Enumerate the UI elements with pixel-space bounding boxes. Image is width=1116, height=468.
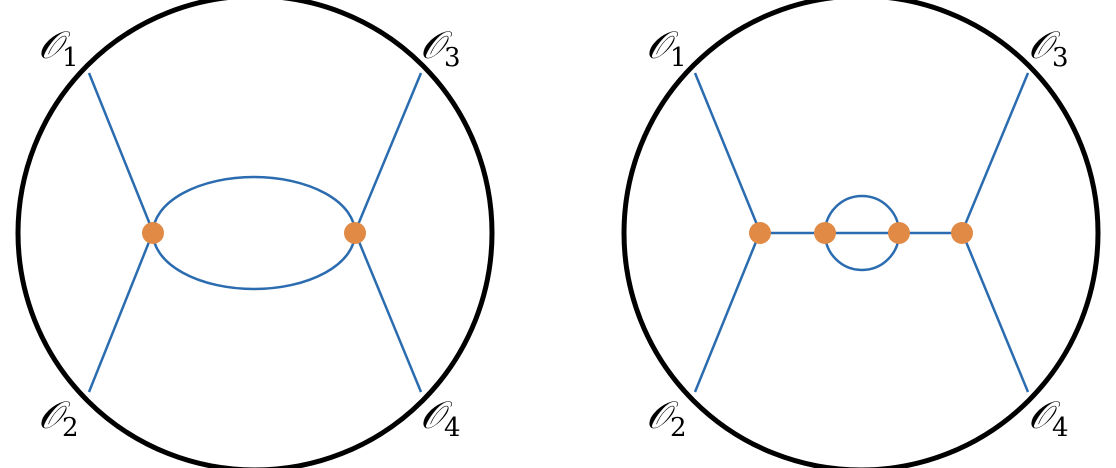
propagator-o2 xyxy=(693,231,762,393)
operator-label-2: 𝒪2 xyxy=(38,393,79,443)
loop-bubble xyxy=(151,175,357,291)
diagram-two-loop-exchange: 𝒪1 𝒪3 𝒪2 𝒪4 xyxy=(621,0,1101,468)
vertex-2 xyxy=(814,222,836,244)
propagator-o2 xyxy=(87,231,155,393)
diagram-one-loop-bubble: 𝒪1 𝒪3 𝒪2 𝒪4 xyxy=(15,0,495,468)
boundary-circle xyxy=(621,0,1101,468)
vertex-right xyxy=(344,222,366,244)
propagator-o1 xyxy=(87,72,155,233)
propagator-o1 xyxy=(693,72,762,233)
propagator-o4 xyxy=(960,231,1030,393)
operator-label-2: 𝒪2 xyxy=(646,393,687,443)
operator-label-4: 𝒪4 xyxy=(420,393,461,443)
operator-label-1: 𝒪1 xyxy=(646,23,687,73)
operator-label-3: 𝒪3 xyxy=(420,23,461,73)
propagator-o4 xyxy=(353,231,423,393)
propagator-o3 xyxy=(960,72,1030,233)
vertex-3 xyxy=(888,222,910,244)
vertex-4 xyxy=(951,222,973,244)
operator-label-4: 𝒪4 xyxy=(1028,393,1069,443)
vertex-left xyxy=(142,222,164,244)
operator-label-3: 𝒪3 xyxy=(1028,23,1069,73)
vertex-1 xyxy=(749,222,771,244)
operator-label-1: 𝒪1 xyxy=(38,23,79,73)
propagator-o3 xyxy=(353,72,423,233)
boundary-circle xyxy=(15,0,495,468)
